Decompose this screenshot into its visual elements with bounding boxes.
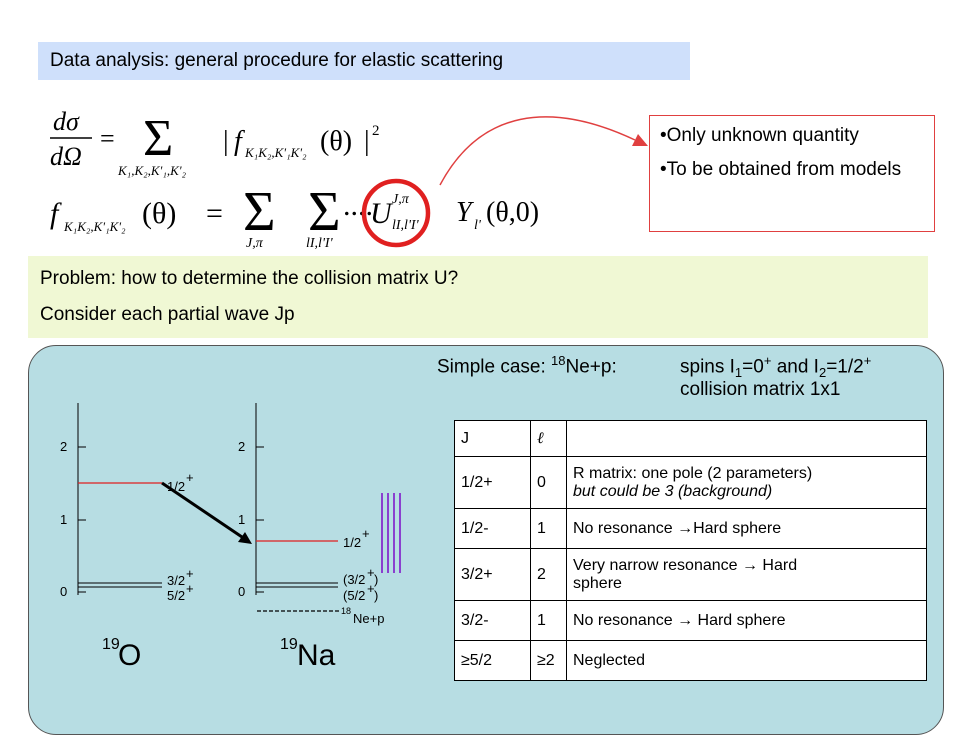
header-j: J	[454, 420, 531, 457]
problem-line: Problem: how to determine the collision …	[40, 268, 459, 289]
table-row: 1/2+ 0 R matrix: one pole (2 parameters)…	[454, 456, 927, 509]
cell-j: ≥5/2	[454, 640, 531, 681]
cell-desc: Neglected	[566, 640, 927, 681]
svg-text:|: |	[364, 126, 370, 157]
table-row: 3/2- 1 No resonance → Hard sphere	[454, 600, 927, 641]
svg-text:K₁K₂,K'₁K'₂: K₁K₂,K'₁K'₂	[244, 145, 307, 160]
na-level-label: 1/2	[343, 535, 361, 550]
eq1-sum: Σ	[143, 110, 173, 167]
na-level-label: (3/2	[343, 572, 365, 587]
table-header-row: J ℓ	[454, 420, 927, 457]
problem-box: Problem: how to determine the collision …	[28, 256, 928, 338]
svg-text:Y: Y	[456, 197, 475, 228]
cell-l: 0	[530, 456, 567, 509]
simple-case-spins: spins I1=0+ and I2=1/2+	[680, 353, 872, 381]
header-desc	[566, 420, 927, 457]
eq2-sum-li: Σ	[308, 181, 341, 243]
na-parity: +	[367, 565, 375, 580]
o-symbol: O	[118, 639, 141, 672]
o-level-label: 5/2	[167, 588, 185, 603]
svg-text:K₁K₂,K'₁K'₂: K₁K₂,K'₁K'₂	[63, 219, 126, 234]
na-tick-0: 0	[238, 584, 245, 599]
slide-title: Data analysis: general procedure for ela…	[38, 42, 690, 80]
o-tick-1: 1	[60, 512, 67, 527]
simple-case-line2: collision matrix 1x1	[680, 379, 841, 400]
partial-wave-table: J ℓ 1/2+ 0 R matrix: one pole (2 paramet…	[454, 420, 927, 681]
svg-text:K₁,K₂,K'₁,K'₂: K₁,K₂,K'₁,K'₂	[117, 163, 187, 178]
na-level-label: )	[374, 572, 378, 587]
svg-text:U: U	[370, 197, 394, 230]
svg-text:=: =	[206, 197, 223, 230]
svg-text:2: 2	[372, 123, 380, 139]
eq1-denominator: dΩ	[50, 142, 82, 171]
header-l: ℓ	[530, 420, 567, 457]
partial-wave-table-wrap: J ℓ 1/2+ 0 R matrix: one pole (2 paramet…	[454, 420, 927, 681]
na-level-label: (5/2	[343, 588, 365, 603]
cell-desc: R matrix: one pole (2 parameters)but cou…	[566, 456, 927, 509]
cell-l: 1	[530, 600, 567, 641]
o-mass: 19	[102, 636, 120, 653]
svg-text:(θ): (θ)	[142, 197, 176, 230]
na-tick-2: 2	[238, 439, 245, 454]
cell-l: ≥2	[530, 640, 567, 681]
svg-text:f: f	[50, 197, 62, 230]
side-note-item: •To be obtained from models	[660, 159, 902, 180]
threshold-label: Ne+p	[353, 611, 384, 626]
level-scheme: 2 1 0 1/2 + 3/2 + 5/2 + 2 1 0 1/2 + (3/2…	[60, 403, 401, 672]
simple-case-line1: Simple case: 18Ne+p:	[437, 353, 617, 378]
table-row: 1/2- 1 No resonance →Hard sphere	[454, 508, 927, 549]
svg-text:=: =	[100, 124, 115, 153]
svg-text:lI,l'I': lI,l'I'	[392, 218, 420, 233]
svg-text:J,π: J,π	[246, 236, 264, 251]
o-parity: +	[186, 470, 194, 485]
side-note-box: •Only unknown quantity •To be obtained f…	[649, 115, 935, 232]
cell-j: 1/2+	[454, 456, 531, 509]
o-tick-2: 2	[60, 439, 67, 454]
svg-text:|: |	[223, 126, 229, 157]
svg-text:l': l'	[474, 218, 482, 233]
svg-text:(θ,0): (θ,0)	[486, 197, 539, 228]
side-note-item: •Only unknown quantity	[660, 125, 859, 146]
cell-desc: No resonance →Hard sphere	[566, 508, 927, 549]
svg-text:f: f	[234, 126, 245, 157]
problem-line: Consider each partial wave Jp	[40, 304, 295, 325]
na-level-label: )	[374, 588, 378, 603]
cell-j: 1/2-	[454, 508, 531, 549]
cell-desc: No resonance → Hard sphere	[566, 600, 927, 641]
cell-j: 3/2-	[454, 600, 531, 641]
o-parity: +	[186, 581, 194, 596]
na-tick-1: 1	[238, 512, 245, 527]
highlight-circle	[361, 178, 431, 248]
equation-block: dσ dΩ = Σ K₁,K₂,K'₁,K'₂ | f K₁K₂,K'₁K'₂ …	[50, 107, 539, 251]
cell-l: 2	[530, 548, 567, 601]
curved-arrow	[439, 116, 648, 186]
svg-text:(θ): (θ)	[320, 126, 352, 157]
o-parity: +	[186, 566, 194, 581]
eq1-numerator: dσ	[53, 107, 80, 136]
table-row: ≥5/2 ≥2 Neglected	[454, 640, 927, 681]
na-symbol: Na	[297, 639, 336, 672]
threshold-mass: 18	[341, 606, 351, 616]
o-tick-0: 0	[60, 584, 67, 599]
cell-l: 1	[530, 508, 567, 549]
svg-text:lI,l'I': lI,l'I'	[306, 236, 334, 251]
cell-j: 3/2+	[454, 548, 531, 601]
na-mass: 19	[280, 636, 298, 653]
o-level-label: 3/2	[167, 573, 185, 588]
na-parity: +	[362, 526, 370, 541]
na-parity: +	[367, 581, 375, 596]
svg-text:J,π: J,π	[392, 192, 410, 207]
eq2-sum-jpi: Σ	[243, 181, 276, 243]
decay-arrow	[161, 481, 243, 539]
